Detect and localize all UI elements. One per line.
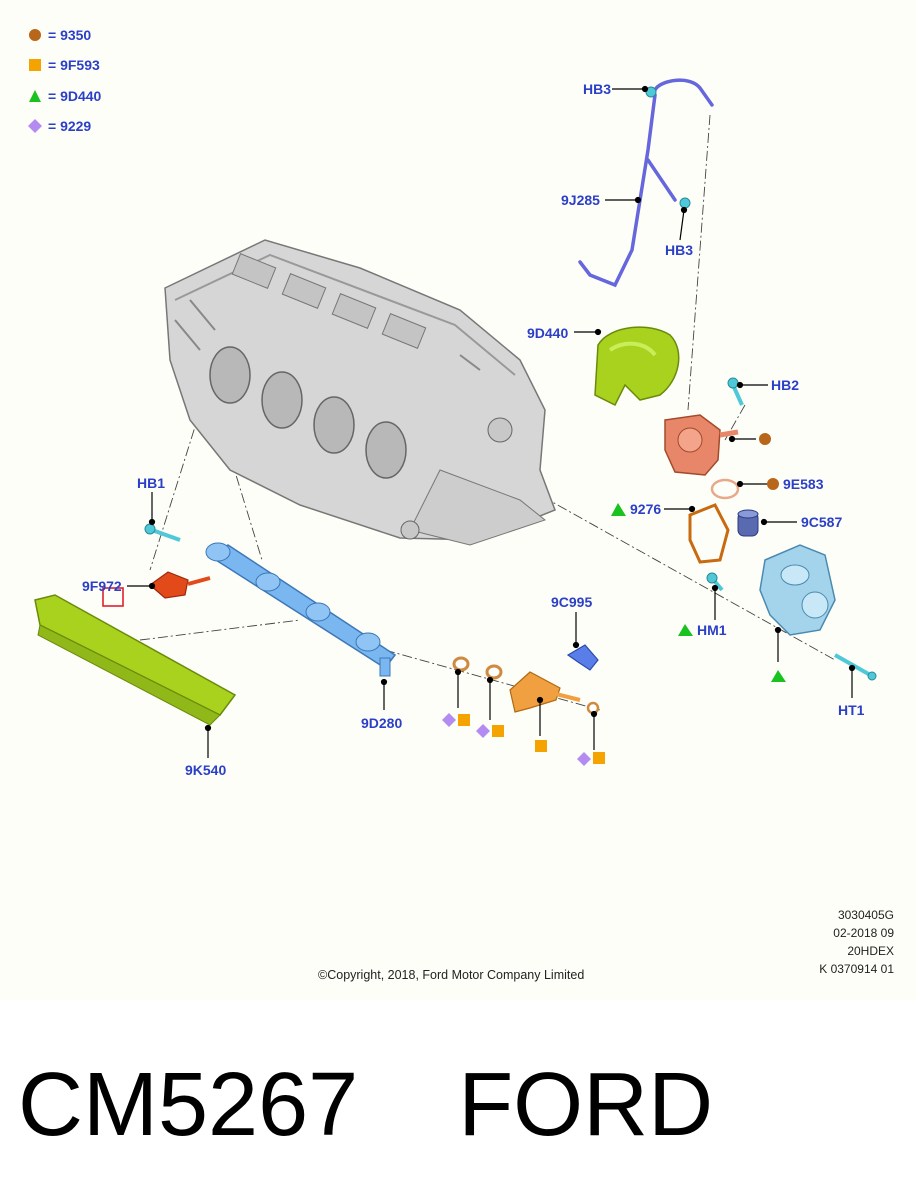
stud-ht1	[834, 653, 877, 681]
legend-text: = 9229	[48, 118, 92, 134]
square-marker	[593, 752, 605, 764]
diamond-marker	[476, 724, 490, 738]
square-marker	[458, 714, 470, 726]
meta-line: 02-2018 09	[833, 926, 894, 940]
square-marker	[535, 740, 547, 752]
bolt-hm1	[706, 572, 724, 592]
meta-line: 3030405G	[837, 908, 894, 922]
hose-fittings	[645, 86, 691, 209]
triangle-icon	[29, 90, 41, 102]
label-hm1: HM1	[697, 622, 727, 638]
drawing-meta: 3030405G 02-2018 09 20HDEX K 0370914 01	[819, 906, 894, 978]
legend-item-square: = 9F593	[28, 55, 100, 75]
legend-text: = 9350	[48, 27, 92, 43]
pump-housing	[759, 544, 836, 636]
parts-diagram	[34, 78, 877, 766]
fuel-rail-cover	[34, 594, 237, 726]
label-9k540: 9K540	[185, 762, 227, 778]
label-hb1: HB1	[137, 475, 166, 491]
legend-text: = 9D440	[48, 88, 102, 104]
fuel-pump	[664, 414, 739, 476]
square-marker	[492, 725, 504, 737]
legend-item-circle: = 9350	[28, 25, 91, 45]
tappet-9c587	[737, 509, 759, 537]
diamond-icon	[28, 119, 42, 133]
label-9e583: 9E583	[783, 476, 824, 492]
label-hb3-top: HB3	[583, 81, 612, 97]
gasket-9276	[688, 503, 730, 564]
o-ring-9e583	[710, 478, 740, 500]
meta-line: K 0370914 01	[819, 962, 894, 976]
circle-marker	[767, 478, 779, 490]
triangle-marker	[678, 624, 693, 636]
meta-line: 20HDEX	[847, 944, 894, 958]
diamond-marker	[442, 713, 456, 727]
diamond-marker	[577, 752, 591, 766]
label-9276: 9276	[630, 501, 662, 517]
label-9d440: 9D440	[527, 325, 569, 341]
square-icon	[29, 59, 41, 71]
label-9j285: 9J285	[561, 192, 600, 208]
label-9c995: 9C995	[551, 594, 593, 610]
drawing-symbols	[442, 433, 786, 766]
pressure-sensor	[102, 571, 211, 607]
part-caption: CM5267 FORD	[18, 1055, 714, 1155]
leader-lines	[127, 85, 856, 758]
pump-cover	[594, 326, 680, 407]
fuel-hose	[578, 78, 714, 288]
circle-marker	[759, 433, 771, 445]
label-hb2: HB2	[771, 377, 800, 393]
bolt-hb1	[144, 523, 181, 542]
triangle-marker	[611, 503, 626, 516]
legend-item-diamond: = 9229	[28, 116, 91, 136]
injector-group	[452, 656, 600, 715]
label-9d280: 9D280	[361, 715, 403, 731]
triangle-marker	[771, 670, 786, 682]
label-hb3-lower: HB3	[665, 242, 694, 258]
cylinder-head	[164, 239, 556, 546]
fuel-rail	[205, 542, 397, 677]
circle-icon	[29, 29, 41, 41]
legend-item-triangle: = 9D440	[28, 86, 101, 106]
label-ht1: HT1	[838, 702, 865, 718]
legend-text: = 9F593	[48, 57, 100, 73]
diagram-area: = 9350 = 9F593 = 9D440 = 9229 HB3 9J285 …	[28, 25, 894, 982]
bracket-9c995	[566, 644, 599, 671]
copyright-notice: ©Copyright, 2018, Ford Motor Company Lim…	[318, 968, 585, 982]
label-9f972: 9F972	[82, 578, 122, 594]
label-9c587: 9C587	[801, 514, 843, 530]
